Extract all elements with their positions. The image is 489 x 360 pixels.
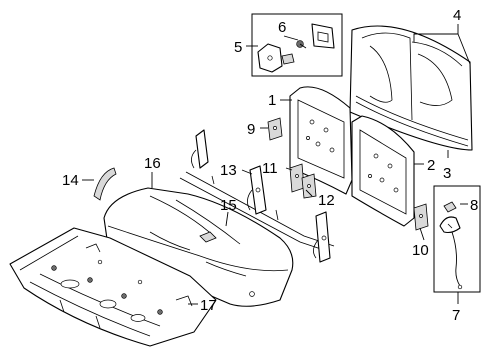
callout-3: 3 [443, 165, 451, 182]
callout-10: 10 [412, 242, 429, 259]
callout-11: 11 [262, 160, 278, 177]
callout-17: 17 [200, 297, 217, 314]
callout-14: 14 [62, 172, 79, 189]
inset-box-5-6 [251, 13, 343, 77]
bracket-9 [267, 117, 283, 141]
clip-14 [93, 167, 117, 201]
callout-16: 16 [144, 155, 161, 172]
inset-box-7-8 [433, 185, 481, 293]
callout-2: 2 [427, 157, 435, 174]
hinge-brackets [289, 163, 317, 199]
floor-pan [9, 227, 217, 347]
seat-back-frame-right [351, 115, 415, 227]
callout-8: 8 [470, 197, 478, 214]
callout-1: 1 [268, 92, 276, 109]
seat-back-frame-left [289, 86, 353, 195]
callout-6: 6 [278, 19, 286, 36]
callout-12: 12 [318, 192, 335, 209]
callout-13: 13 [220, 162, 237, 179]
callout-7: 7 [452, 307, 460, 324]
callout-4: 4 [453, 7, 461, 24]
seat-back-cover [349, 25, 473, 151]
leader-lines [82, 24, 471, 305]
bracket-10 [413, 203, 429, 231]
callout-9: 9 [247, 121, 255, 138]
callout-5: 5 [234, 39, 242, 56]
callout-labels: 1 2 3 4 5 6 7 8 9 10 11 12 13 14 15 16 1… [62, 7, 478, 324]
seat-frame-wire [179, 129, 335, 263]
callout-15: 15 [220, 197, 237, 214]
